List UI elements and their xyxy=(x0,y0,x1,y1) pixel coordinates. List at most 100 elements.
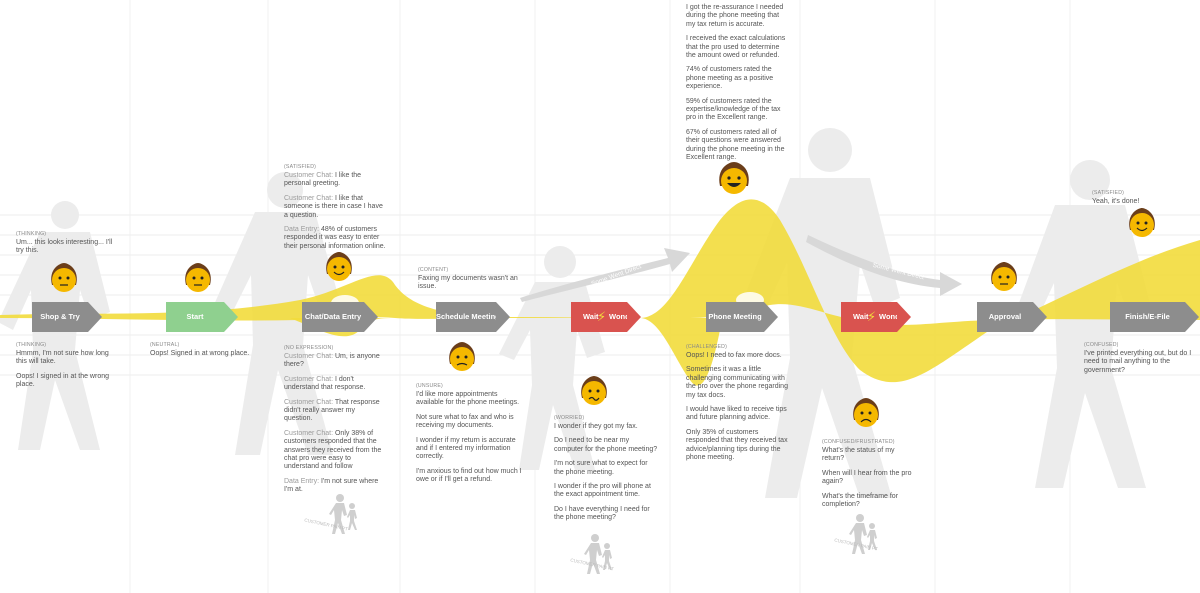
note-text: What's the status of my return? xyxy=(822,446,895,463)
stage-wait-wonder-1[interactable]: Wait ⚡ Wonder xyxy=(571,302,641,332)
note-label: Customer Chat: xyxy=(284,194,334,202)
note-text: I wonder if my return is accurate and if… xyxy=(416,436,516,461)
note-text: Sometimes it was a little challenging co… xyxy=(686,366,788,399)
emotion-curve xyxy=(0,199,1200,383)
note-tag: (SATISFIED) xyxy=(284,164,317,170)
note-chat-satisfied: (SATISFIED) Customer Chat: I like the pe… xyxy=(284,163,388,257)
note-text: I'm anxious to find out how much I owe o… xyxy=(416,467,522,484)
stage-schedule-meeting[interactable]: Schedule Meeting xyxy=(436,302,510,332)
face-worried-icon xyxy=(581,376,607,405)
note-wait-worried: (WORRIED) I wonder if they got my fax. D… xyxy=(554,414,658,529)
stamp-icons xyxy=(329,494,877,574)
face-unsure-icon xyxy=(449,342,475,371)
note-text: Hmmm, I'm not sure how long this will ta… xyxy=(16,349,109,366)
stage-shop-try[interactable]: Shop & Try xyxy=(32,302,102,332)
stage-start[interactable]: Start xyxy=(166,302,238,332)
stage-chat-data-entry[interactable]: Chat/Data Entry xyxy=(302,302,378,332)
note-tag: (CONTENT) xyxy=(418,267,449,273)
note-shop-thinking-2: (THINKING) Hmmm, I'm not sure how long t… xyxy=(16,341,116,396)
note-tag: (THINKING) xyxy=(16,231,47,237)
note-finish-confused: (CONFUSED) I've printed everything out, … xyxy=(1084,341,1194,381)
note-tag: (CONFUSED) xyxy=(1084,342,1119,348)
stage-wait-wonder-2[interactable]: Wait ⚡ Wonder xyxy=(841,302,911,332)
note-text: I received the exact calculations that t… xyxy=(686,35,786,60)
note-text: 67% of customers rated all of their ques… xyxy=(686,128,785,162)
stage-finish-efile[interactable]: Finish/E-File xyxy=(1110,302,1199,332)
stage-label: Phone Meeting xyxy=(708,312,762,321)
face-happy-icon xyxy=(719,162,749,194)
note-text: Oops! I need to fax more docs. xyxy=(686,351,782,359)
note-text: Not sure what to fax and who is receivin… xyxy=(416,413,514,430)
stage-phone-meeting[interactable]: Phone Meeting xyxy=(706,302,778,332)
note-tag: (THINKING) xyxy=(16,342,47,348)
note-finish-satisfied: (SATISFIED) Yeah, it's done! xyxy=(1092,189,1192,212)
note-text: What's the timeframe for completion? xyxy=(822,492,899,508)
note-phone-top: I got the re-assurance I needed during t… xyxy=(686,4,788,169)
note-text: I wonder if they got my fax. xyxy=(554,422,638,430)
lightning-icon: ⚡ xyxy=(867,309,877,324)
note-text: I don't understand that response. xyxy=(284,375,366,392)
note-text: Um... this looks interesting... I'll try… xyxy=(16,238,113,255)
note-tag: (CONFUSED/FRUSTRATED) xyxy=(822,439,895,445)
note-label: Customer Chat: xyxy=(284,375,334,383)
face-frustrated-icon xyxy=(853,398,879,427)
note-text: Yeah, it's done! xyxy=(1092,197,1140,205)
note-text: Um, is anyone there? xyxy=(284,352,380,369)
face-neutral-icon xyxy=(185,263,211,292)
note-chat-no-expression: (NO EXPRESSION) Customer Chat: Um, is an… xyxy=(284,344,384,501)
note-text: Only 38% of customers responded that the… xyxy=(284,429,382,471)
note-tag: (CHALLENGED) xyxy=(686,344,728,350)
note-phone-challenged: (CHALLENGED) Oops! I need to fax more do… xyxy=(686,343,790,468)
note-text: I got the re-assurance I needed during t… xyxy=(686,4,784,28)
note-text: 59% of customers rated the expertise/kno… xyxy=(686,97,781,122)
note-tag: (UNSURE) xyxy=(416,383,443,389)
note-schedule-unsure: (UNSURE) I'd like more appointments avai… xyxy=(416,382,524,491)
note-wait-frustrated: (CONFUSED/FRUSTRATED) What's the status … xyxy=(822,438,918,515)
direct-arrows xyxy=(520,235,962,302)
note-start-neutral: (NEUTRAL) Oops! Signed in at wrong place… xyxy=(150,341,260,364)
note-text: I would have liked to receive tips and f… xyxy=(686,405,787,422)
note-text: I'm not sure what to expect for the phon… xyxy=(554,460,648,476)
lightning-icon: ⚡ xyxy=(597,309,607,324)
note-tag: (NO EXPRESSION) xyxy=(284,345,334,351)
note-label: Data Entry: xyxy=(284,225,320,233)
note-text: I'd like more appointments available for… xyxy=(416,390,520,407)
note-tag: (SATISFIED) xyxy=(1092,190,1125,196)
stage-label: Schedule Meeting xyxy=(436,312,500,321)
note-tag: (NEUTRAL) xyxy=(150,342,180,348)
note-label: Data Entry: xyxy=(284,477,320,485)
note-text: 48% of customers responded it was easy t… xyxy=(284,225,386,250)
face-smile-icon xyxy=(1129,208,1155,237)
note-text: I wonder if the pro will phone at the ex… xyxy=(554,482,651,499)
note-text: I like the personal greeting. xyxy=(284,171,362,188)
stage-label: Finish/E-File xyxy=(1125,312,1170,321)
note-label: Customer Chat: xyxy=(284,171,334,179)
stage-label: Chat/Data Entry xyxy=(304,312,362,321)
note-text: That response didn't really answer my qu… xyxy=(284,398,380,423)
stage-label: Wait xyxy=(853,312,869,321)
stage-label: Shop & Try xyxy=(40,312,80,321)
note-tag: (WORRIED) xyxy=(554,415,585,421)
note-schedule-content: (CONTENT) Faxing my documents wasn't an … xyxy=(418,266,526,298)
note-text: I'm not sure where I'm at. xyxy=(284,477,379,494)
note-text: I've printed everything out, but do I ne… xyxy=(1084,349,1192,374)
note-text: Only 35% of customers responded that the… xyxy=(686,428,788,461)
note-text: Do I have everything I need for the phon… xyxy=(554,505,650,522)
note-label: Customer Chat: xyxy=(284,398,334,406)
stage-label: Start xyxy=(186,312,204,321)
note-text: 74% of customers rated the phone meeting… xyxy=(686,66,774,91)
note-text: Faxing my documents wasn't an issue. xyxy=(418,274,518,291)
face-neutral-icon xyxy=(51,263,77,292)
face-neutral-icon xyxy=(991,262,1017,291)
face-smile-icon xyxy=(326,252,352,281)
note-text: Oops! Signed in at wrong place. xyxy=(150,349,250,357)
note-label: Customer Chat: xyxy=(284,429,334,437)
stage-label-2: Wonder xyxy=(879,312,907,321)
note-text: I like that someone is there in case I h… xyxy=(284,194,383,219)
stage-label-2: Wonder xyxy=(609,312,637,321)
stage-label: Wait xyxy=(583,312,599,321)
stage-approval[interactable]: Approval xyxy=(977,302,1047,332)
note-label: Customer Chat: xyxy=(284,352,334,360)
note-shop-thinking: (THINKING) Um... this looks interesting.… xyxy=(16,230,116,262)
